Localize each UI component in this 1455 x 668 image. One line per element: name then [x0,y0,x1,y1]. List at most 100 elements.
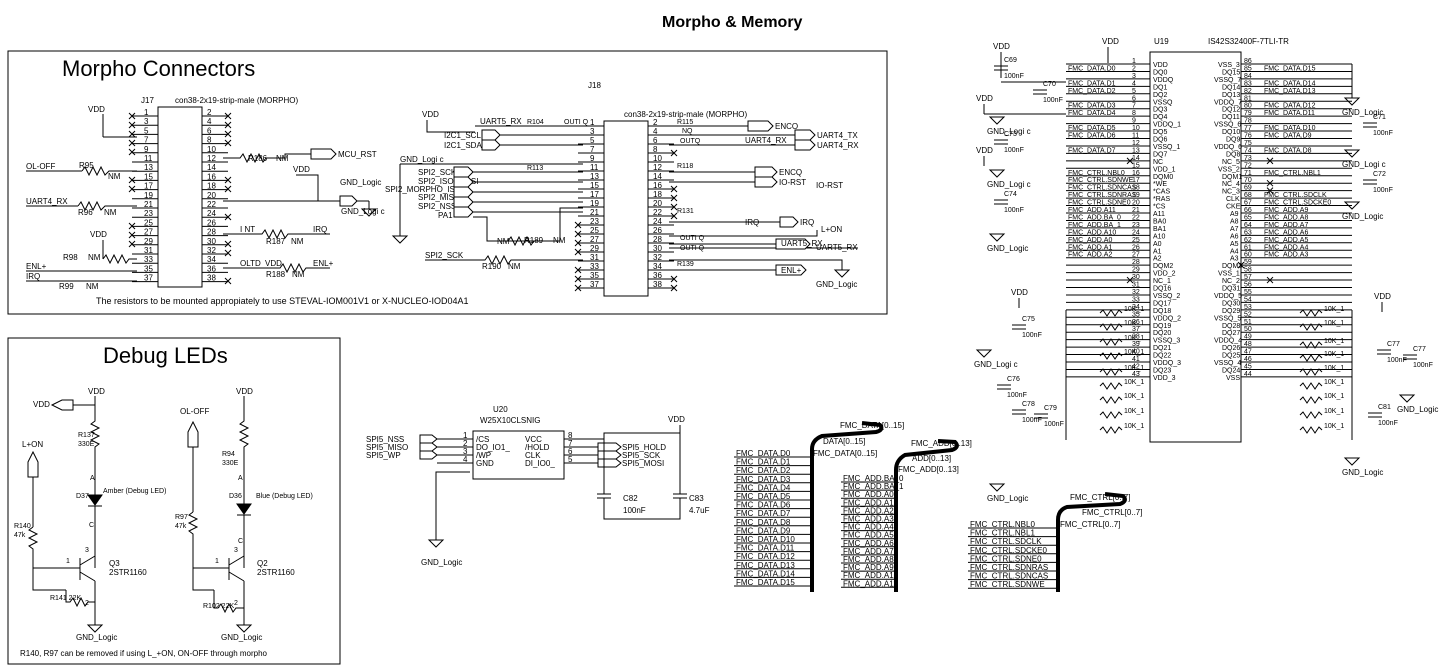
data-bus-net: FMC_DATA.D11 [736,544,795,553]
u19-pin-num: 1 [1132,58,1136,65]
u19-pin-num: 11 [1132,133,1139,140]
u20-net-label: SPI5_HOLD [622,443,666,452]
gnd-label: GND_Logic [1342,212,1383,221]
pullup-value: 10K_1 [1124,335,1144,342]
u19-pin-num: 5 [1132,88,1136,95]
u19-pin-name: DQ8 [1226,151,1241,158]
j17-gnd-port [339,195,358,207]
gnd-symbol [988,169,1006,178]
j18-pin-3: 3 [590,127,595,136]
u19-pin-name: *CAS [1153,189,1170,196]
no-connect-mark [670,203,678,211]
u19-pin-net: FMC_CTRL.NBL1 [1264,170,1321,177]
j17-vdd-label: VDD [88,105,105,114]
pullup-value: 10K_1 [1324,423,1344,430]
u19-pin-num: 7 [1132,103,1136,110]
j17-pin-2: 2 [207,108,212,117]
vdd-label: VDD [993,42,1010,51]
u19-pin-num: 71 [1244,170,1252,177]
cap-value: 100nF [1004,207,1024,214]
no-connect-mark [128,148,136,156]
u19-pin-net: FMC_DATA.D12 [1264,103,1316,110]
q2-part: 2STR1160 [257,568,295,577]
j18-pin-38: 38 [653,280,662,289]
cap-label: C70 [1043,81,1056,88]
u19-pin-net: FMC_CTRL.SDCKE0 [1264,200,1331,207]
j17-uart4-rx-label: UART4_RX [26,197,68,206]
u20-net-label: SPI5_SCK [622,451,661,460]
ctrl-bus-side: FMC_CTRL[0..7] [1060,520,1120,529]
u19-pin-net: FMC_DATA.D11 [1264,110,1315,117]
gnd-symbol [988,116,1006,125]
morpho-section-frame [7,50,888,315]
j17-pin-6: 6 [207,126,212,135]
u19-pin-num: 43 [1132,371,1140,378]
u19-pin-net: FMC_DATA.D3 [1068,103,1116,110]
u19-pin-name: VSSQ_1 [1153,144,1180,151]
j17-pin-19: 19 [144,191,153,200]
u19-pin-num: 76 [1244,133,1252,140]
j18-pin-7: 7 [590,145,595,154]
r102-label: R102 22K [203,603,234,610]
u19-pin-net: FMC_ADD.A8 [1264,214,1308,221]
u20-net-label: SPI5_MISO [366,443,408,452]
u19-pin-num: 45 [1244,363,1252,370]
j18-pin-19: 19 [590,199,599,208]
vdd-label: VDD [1374,292,1391,301]
u20-pin-name: DO_IO1_ [476,443,510,452]
u19-pin-name: NC_4 [1222,181,1240,188]
debug-gnd-left [86,624,104,633]
no-connect-mark [1237,261,1245,269]
u19-pin-name: DQM0 [1153,174,1173,181]
j17-pin-33: 33 [144,255,153,264]
svg-text:3: 3 [234,547,238,554]
cap-value: 100nF [1044,421,1064,428]
u19-pin-net: FMC_ADD.BA_0 [1068,214,1121,221]
no-connect-mark [1266,179,1274,187]
u19-pin-num: 10 [1132,125,1140,132]
u19-pin-num: 65 [1244,214,1252,221]
j18-vdd-label: VDD [422,110,439,119]
u19-pin-num: 82 [1244,88,1252,95]
u19-pin-net: FMC_DATA.D14 [1264,80,1316,87]
u19-pin-num: 77 [1244,125,1252,132]
u19-pin-num: 79 [1244,110,1252,117]
u19-pin-name: CLK [1226,196,1240,203]
u19-pin-name: DQ1 [1153,84,1168,91]
j17-pin-24: 24 [207,209,216,218]
u20-pin-name: DI_IO0_ [525,459,555,468]
u19-pin-num: 40 [1132,349,1140,356]
j17-oltd-label: OLTD [240,259,261,268]
data-bus-net: FMC_DATA.D1 [736,458,791,467]
u19-pin-name: A5 [1230,241,1239,248]
j18-io-rst-port [754,176,778,188]
j18-pa1-label: PA1 [438,211,453,220]
pullup-value: 10K_1 [1124,423,1144,430]
no-connect-mark [670,149,678,157]
j17-pin-13: 13 [144,163,153,172]
r98-label: R98 [63,253,78,262]
add-bus-net: FMC_ADD.A2 [843,506,894,515]
j17-pin-28: 28 [207,228,216,237]
j18-gnd-logic-label: GND_Logic [816,280,857,289]
debug-gnd-left-label: GND_Logic [76,633,117,642]
cap-value: 100nF [1007,392,1027,399]
j17-irq-label: IRQ [26,272,40,281]
u19-pin-name: A6 [1230,233,1239,240]
j18-body [603,120,649,297]
debug-vdd-left: VDD [33,400,50,409]
u19-pin-num: 3 [1132,73,1136,80]
d37-led-symbol [87,494,103,506]
r189-nm2: NM [553,236,566,245]
j18-outiq2-label: OUTI Q [680,235,705,242]
j17-pin-34: 34 [207,255,216,264]
u20-net-port [419,442,438,452]
pullup-resistor [1099,368,1123,376]
j17-body [157,106,203,288]
gnd-label: GND_Logic [1342,468,1383,477]
u19-pin-net: FMC_ADD.A7 [1264,222,1308,229]
u19-pin-name: DQM1 [1222,174,1242,181]
cap-label: C74 [1004,191,1017,198]
u19-pin-name: A10 [1153,233,1166,240]
cap-label: C73 [1004,131,1017,138]
